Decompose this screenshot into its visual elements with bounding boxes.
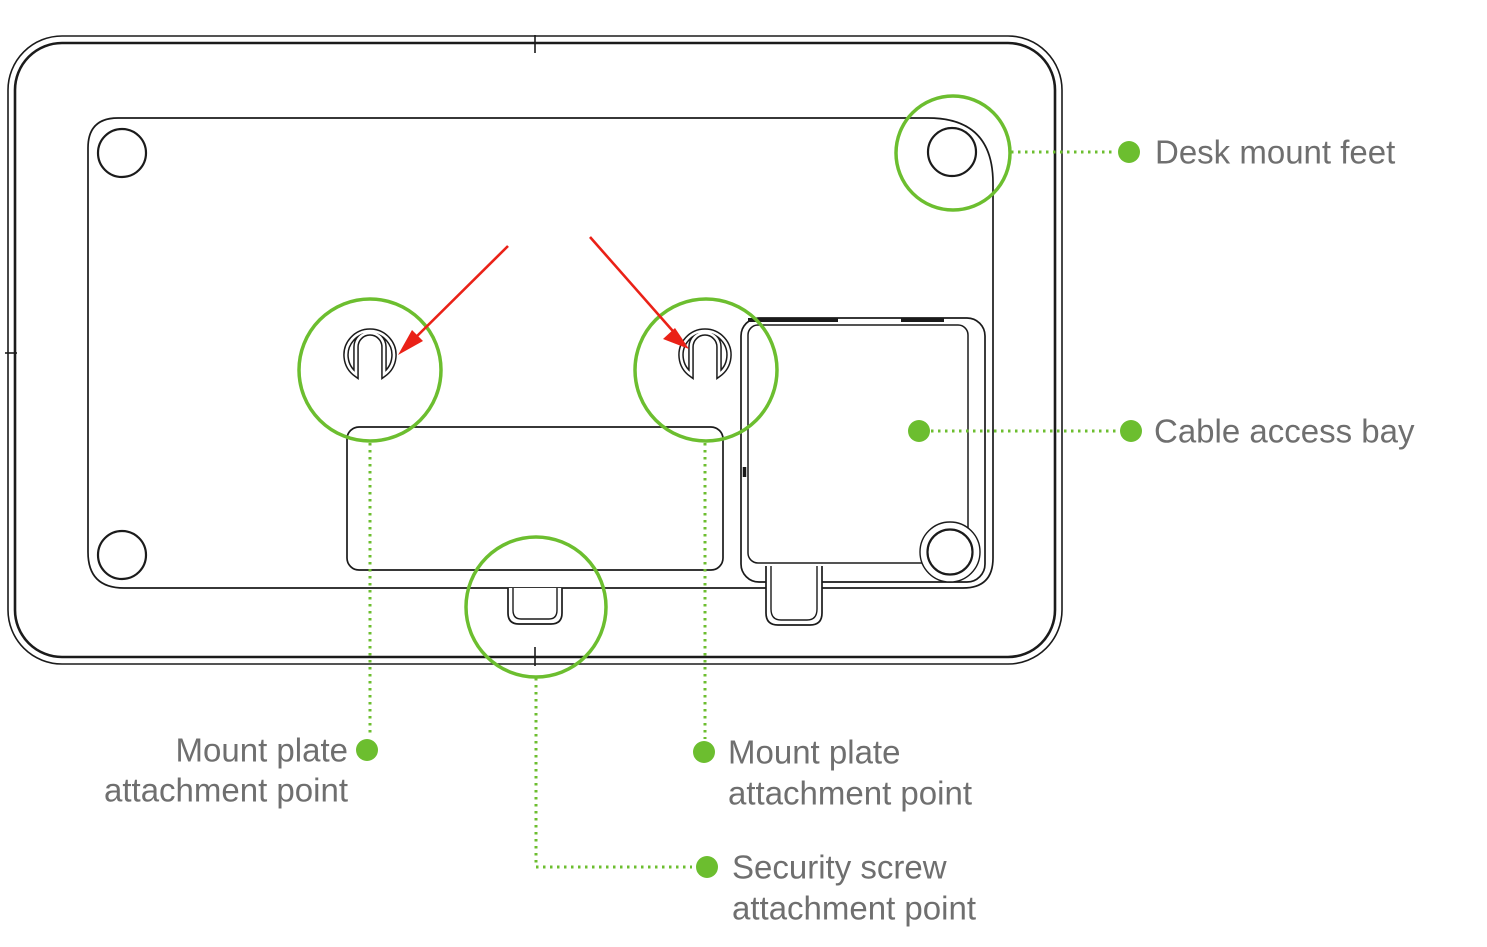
callout-circle-keyhole-left (297, 297, 443, 443)
base-panel-outline (87, 117, 994, 589)
security-tab-inner (512, 588, 558, 620)
label-mount-plate-left-line2: attachment point (104, 772, 348, 809)
keyhole-slot-left (343, 328, 397, 380)
cable-bay-inner (747, 324, 969, 564)
keyhole-slot-right (678, 328, 732, 380)
label-security-screw-line2: attachment point (732, 890, 976, 927)
label-security-screw-line1: Security screw (732, 849, 947, 886)
keyhole-left-gap (344, 329, 396, 378)
device-shell (5, 35, 1063, 666)
red-arrow-right-shaft (589, 236, 680, 339)
callout-circle-keyhole-right (633, 297, 779, 443)
label-desk-mount-feet: Desk mount feet (1155, 134, 1395, 171)
bullet-cable-access-bay (1120, 420, 1142, 442)
bullet-mount-plate-left (356, 739, 378, 761)
foot-top-left (96, 127, 148, 179)
red-arrow-right-head (663, 328, 689, 349)
cable-exit-tab (765, 566, 823, 626)
label-mount-plate-right-line1: Mount plate (728, 734, 900, 771)
cable-tab-inner (770, 566, 818, 621)
leader-security-screw (534, 678, 692, 869)
foot-bottom-right (926, 528, 974, 576)
bullet-security-screw (696, 856, 718, 878)
foot-top-right (926, 126, 978, 178)
bullet-cable-bay-anchor (908, 420, 930, 442)
bullet-mount-plate-right (693, 741, 715, 763)
desk-mount-feet (96, 126, 978, 581)
bullet-desk-mount-feet (1118, 141, 1140, 163)
callout-circle-security-tab (464, 535, 608, 679)
keyhole-pointer-arrows (398, 236, 689, 355)
keyhole-right-gap (679, 329, 731, 378)
cable-tab-outer (765, 566, 823, 626)
security-screw-tab (507, 588, 563, 625)
security-tab-outer (507, 588, 563, 625)
foot-bottom-left (96, 529, 148, 581)
red-arrow-left-shaft (406, 245, 509, 347)
red-arrow-left-head (398, 330, 423, 355)
label-mount-plate-right-line2: attachment point (728, 775, 972, 812)
label-mount-plate-left-line1: Mount plate (176, 732, 348, 769)
mount-plate-recess (346, 426, 724, 571)
cable-bay-outer (740, 317, 986, 583)
callout-circle-desk-foot (894, 94, 1012, 212)
label-cable-access-bay: Cable access bay (1154, 413, 1415, 450)
